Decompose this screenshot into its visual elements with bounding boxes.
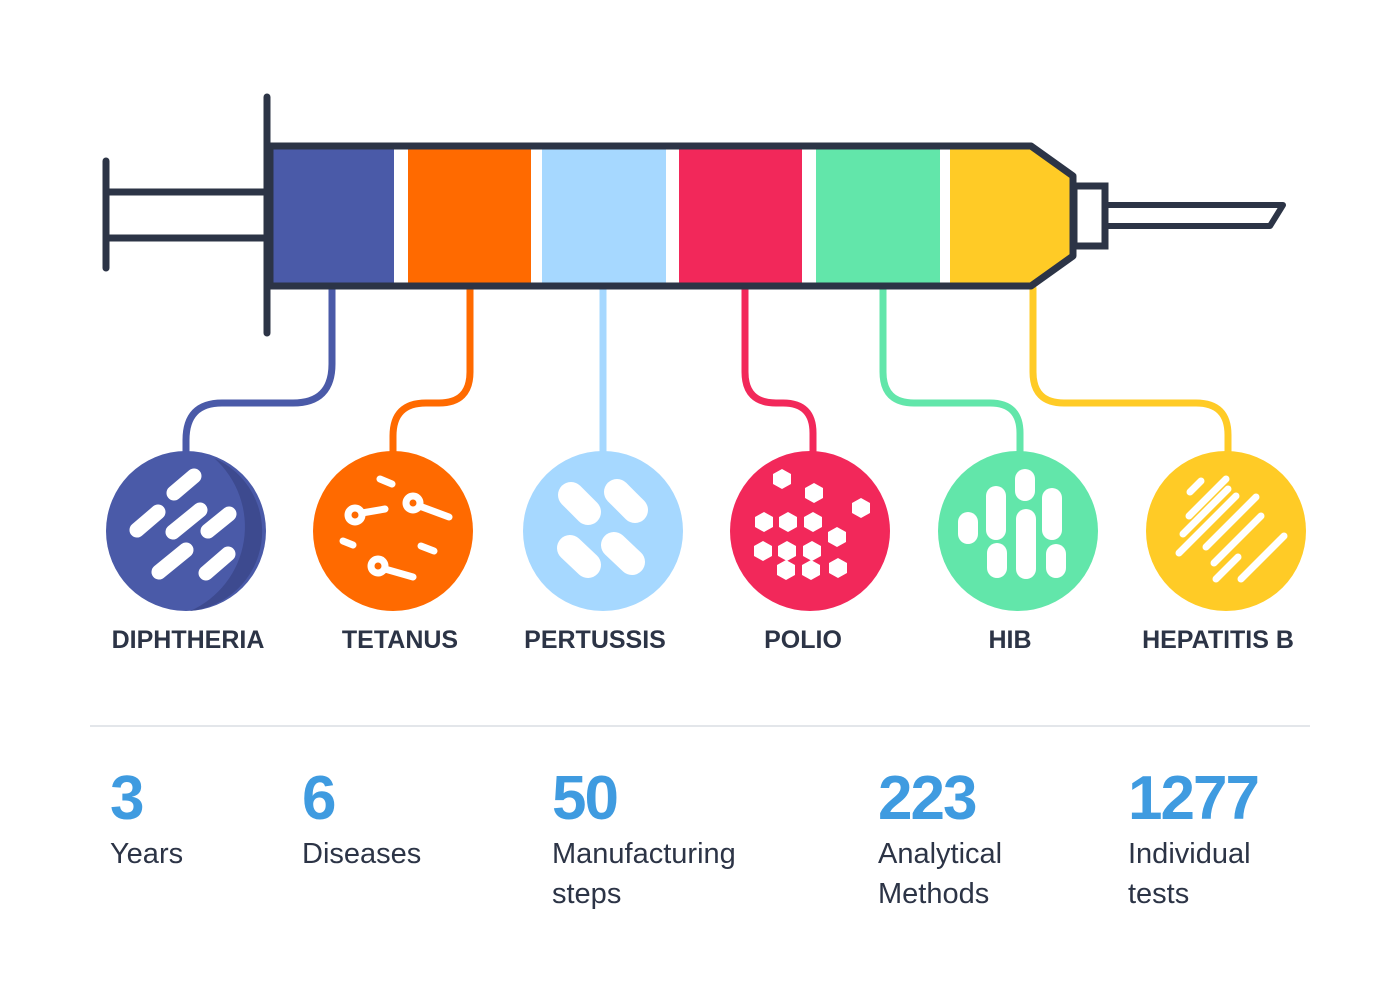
needle-hub bbox=[1070, 182, 1109, 250]
connector-lines bbox=[182, 284, 1232, 466]
segment-polio bbox=[679, 148, 802, 284]
stat-label: Years bbox=[110, 838, 184, 870]
capsule-bacteria-icon bbox=[523, 451, 683, 611]
label-hib: HIB bbox=[988, 626, 1032, 654]
stat-diseases: 6 Diseases bbox=[302, 764, 421, 874]
connector-tetanus bbox=[389, 284, 474, 466]
barrel-outline bbox=[266, 142, 1077, 290]
segment-hib bbox=[816, 148, 940, 284]
plunger bbox=[102, 93, 272, 337]
stat-manufacturing-steps: 50 Manufacturing steps bbox=[552, 764, 736, 914]
connector-diphtheria bbox=[182, 284, 336, 466]
stat-value: 223 bbox=[878, 764, 977, 833]
label-pertussis: PERTUSSIS bbox=[524, 626, 666, 654]
segment-pertussis bbox=[542, 148, 666, 284]
section-divider bbox=[90, 725, 1310, 727]
pill-bacteria-icon bbox=[938, 451, 1098, 611]
line-virus-icon bbox=[1146, 451, 1306, 611]
connector-polio bbox=[741, 284, 817, 466]
connector-hib bbox=[879, 284, 1024, 466]
stat-label: Diseases bbox=[302, 838, 422, 870]
connector-hepatitis-b bbox=[1029, 284, 1232, 466]
barrel-segments bbox=[270, 148, 1073, 284]
segment-tetanus bbox=[408, 148, 531, 284]
stat-value: 50 bbox=[552, 764, 619, 833]
label-polio: POLIO bbox=[764, 626, 842, 654]
stat-analytical-methods: 223 Analytical Methods bbox=[878, 764, 1002, 914]
segment-hepatitis-b bbox=[950, 148, 1073, 284]
stat-value: 1277 bbox=[1128, 764, 1260, 833]
label-diphtheria: DIPHTHERIA bbox=[111, 626, 265, 654]
needle bbox=[1105, 202, 1286, 229]
label-hepatitis-b: HEPATITIS B bbox=[1142, 626, 1294, 654]
stat-label: Manufacturing steps bbox=[552, 838, 736, 910]
stat-label: Individual tests bbox=[1128, 838, 1251, 910]
hexagon-virus-icon bbox=[730, 451, 890, 611]
rod-bacteria-icon bbox=[106, 451, 266, 611]
stat-individual-tests: 1277 Individual tests bbox=[1128, 764, 1260, 914]
drumstick-bacteria-icon bbox=[313, 451, 473, 611]
stat-value: 3 bbox=[110, 764, 144, 833]
stat-value: 6 bbox=[302, 764, 336, 833]
stat-label: Analytical Methods bbox=[878, 838, 1003, 910]
label-tetanus: TETANUS bbox=[341, 626, 459, 654]
segment-diphtheria bbox=[270, 148, 394, 284]
stat-years: 3 Years bbox=[110, 764, 183, 874]
